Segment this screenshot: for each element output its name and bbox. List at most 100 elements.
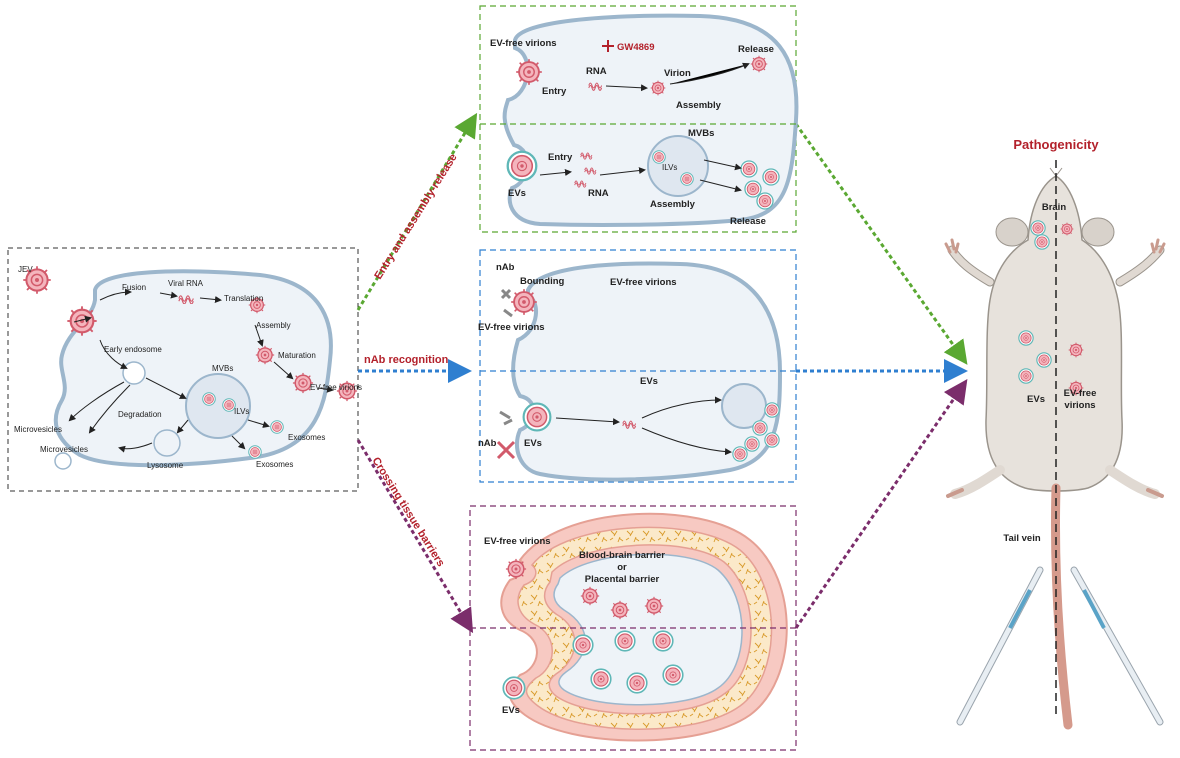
top-entry-label: Entry xyxy=(542,86,567,97)
left-exosomes-label-1: Exosomes xyxy=(288,433,325,442)
top-entry-virion xyxy=(515,58,543,86)
mouse-evs-label: EVs xyxy=(1027,394,1045,405)
top-release-label: Release xyxy=(738,44,774,55)
left-host-cell xyxy=(53,269,333,468)
inhibitor-icon xyxy=(602,40,614,52)
left-microvesicles-label-1: Microvesicles xyxy=(14,425,62,434)
bottom-barrier-label-1: Blood-brain barrier xyxy=(579,550,665,561)
middle-ev-free-label: EV-free virions xyxy=(478,322,545,333)
blocked-cross-icon xyxy=(496,440,516,460)
left-degradation-label: Degradation xyxy=(118,410,162,419)
mouse-ev-free-label-1: EV-free xyxy=(1064,388,1097,399)
barrier-lumen xyxy=(553,553,743,706)
top-gw-label: GW4869 xyxy=(617,42,655,53)
syringe-right-icon xyxy=(1070,566,1164,726)
left-jev-label: JEV xyxy=(18,265,33,274)
top-assembly-2-label: Assembly xyxy=(650,199,696,210)
top-ev-free-label: EV-free virions xyxy=(490,38,557,49)
top-virion xyxy=(650,80,666,96)
arrow-barrier-label: Crossing tissue barriers xyxy=(369,455,446,569)
top-rna-label: RNA xyxy=(586,66,607,77)
left-mvbs-label: MVBs xyxy=(212,364,233,373)
bottom-barrier-or: or xyxy=(617,562,627,573)
left-fusion-label: Fusion xyxy=(122,283,146,292)
mouse-brain-ev xyxy=(1030,220,1046,236)
bottom-ev xyxy=(614,630,636,652)
arrow-nab-label: nAb recognition xyxy=(364,354,449,366)
mouse-brain-virion xyxy=(1060,222,1074,236)
left-fusion-virion xyxy=(66,305,98,337)
bottom-ev xyxy=(662,664,684,686)
top-assembly-label: Assembly xyxy=(676,100,722,111)
top-ev xyxy=(506,150,538,182)
left-exosome xyxy=(248,445,262,459)
middle-bounding-label: Bounding xyxy=(520,276,565,287)
nab-antibody-icon-2 xyxy=(499,410,513,426)
mouse-body-virion xyxy=(1068,342,1084,358)
left-translation-label: Translation xyxy=(224,294,263,303)
mouse-brain-label: Brain xyxy=(1042,202,1066,213)
mouse-body-ev xyxy=(1036,352,1052,368)
bottom-barrier-label-2: Placental barrier xyxy=(585,574,660,585)
top-panel-frame xyxy=(479,5,797,233)
top-release-ev xyxy=(740,160,758,178)
left-ev-free-virions-label: EV-free virions xyxy=(310,383,362,392)
top-release-ev xyxy=(762,168,780,186)
left-viral-rna-label: Viral RNA xyxy=(168,279,204,288)
mouse-tail-vein-label: Tail vein xyxy=(1003,533,1041,544)
left-lysosome-label: Lysosome xyxy=(147,461,184,470)
left-exosomes-label-2: Exosomes xyxy=(256,460,293,469)
top-entry-2-label: Entry xyxy=(548,152,573,163)
top-release-2-label: Release xyxy=(730,216,766,227)
middle-evs-title: EVs xyxy=(640,376,658,387)
top-release-ev xyxy=(756,192,774,210)
bottom-panel-frame xyxy=(469,505,797,751)
top-mvbs-label: MVBs xyxy=(688,128,714,139)
top-release-virion xyxy=(750,55,768,73)
middle-release-ev xyxy=(764,402,780,418)
top-mvb xyxy=(647,135,709,197)
left-ilv xyxy=(202,392,216,406)
bottom-ev-free-virion xyxy=(505,558,527,580)
bottom-ev xyxy=(652,630,674,652)
middle-release-ev xyxy=(732,446,748,462)
middle-bound-virion xyxy=(510,288,538,316)
top-ilvs-label: ILVs xyxy=(662,163,677,172)
bottom-virion xyxy=(644,596,664,616)
mouse-ev-free-label-2: virions xyxy=(1064,400,1095,411)
mouse-body-ev xyxy=(1018,368,1034,384)
bottom-evs-label: EVs xyxy=(502,705,520,716)
arrow-barrier xyxy=(356,439,474,634)
top-ilv xyxy=(652,150,666,164)
arrow-entry-label: Entry and assembly-release xyxy=(372,152,459,282)
top-evs-label: EVs xyxy=(508,188,526,199)
left-microvesicles-label-2: Microvesicles xyxy=(40,445,88,454)
left-maturation-virion xyxy=(255,345,275,365)
left-microvesicle xyxy=(54,452,72,470)
left-mvb xyxy=(185,373,251,439)
bottom-ev-free-label: EV-free virions xyxy=(484,536,551,547)
bottom-ev xyxy=(590,668,612,690)
left-ilvs-label: ILVs xyxy=(234,407,249,416)
middle-ev-free-title: EV-free virions xyxy=(610,277,677,288)
middle-release-ev xyxy=(744,436,760,452)
syringe-left-icon xyxy=(956,566,1044,726)
mouse-body-ev xyxy=(1018,330,1034,346)
middle-ev xyxy=(522,402,552,432)
left-exosome xyxy=(270,420,284,434)
top-ilv xyxy=(680,172,694,186)
left-early-endosome xyxy=(122,361,146,385)
top-virion-label: Virion xyxy=(664,68,691,79)
bottom-ev xyxy=(626,672,648,694)
left-maturation-label: Maturation xyxy=(278,351,316,360)
pathogenicity-title: Pathogenicity xyxy=(1013,137,1099,152)
arrow-to-mouse-purple xyxy=(794,379,968,629)
bottom-entry-ev xyxy=(502,676,526,700)
mouse-brain-ev xyxy=(1034,234,1050,250)
bottom-ev xyxy=(572,634,594,656)
middle-panel-frame xyxy=(479,249,797,483)
left-lysosome xyxy=(153,429,181,457)
middle-nab-2-label: nAb xyxy=(478,438,497,449)
bottom-virion xyxy=(580,586,600,606)
